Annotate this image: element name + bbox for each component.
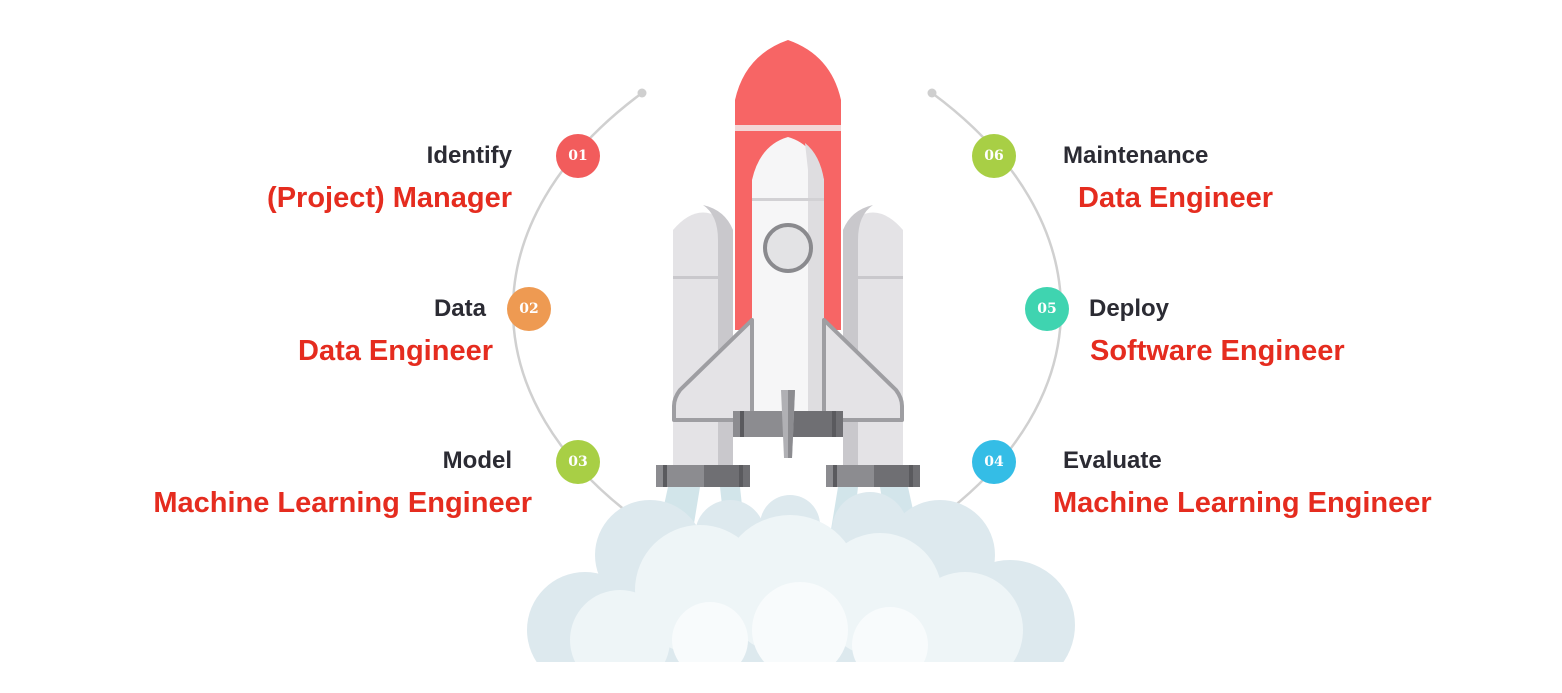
step-label-identify: Identify [426,142,512,169]
role-ml-engineer-right: Machine Learning Engineer [1053,487,1432,519]
role-project-manager: (Project) Manager [267,182,512,214]
step-badge-02: 02 [507,287,551,331]
role-data-engineer-right: Data Engineer [1078,182,1273,214]
rocket [656,40,920,487]
left-arc-top-dot [637,88,647,98]
step-badge-05: 05 [1025,287,1069,331]
step-badge-04: 04 [972,440,1016,484]
role-data-engineer-left: Data Engineer [298,335,493,367]
step-label-data: Data [433,295,486,322]
right-arc-top-dot [927,88,937,98]
role-software-engineer: Software Engineer [1090,335,1345,367]
step-badge-06: 06 [972,134,1016,178]
step-label-maintenance: Maintenance [1063,142,1209,169]
smoke-cloud [500,492,1100,693]
step-badge-03: 03 [556,440,600,484]
step-label-model: Model [442,447,512,474]
step-label-deploy: Deploy [1089,295,1170,322]
step-badge-01: 01 [556,134,600,178]
step-label-evaluate: Evaluate [1063,447,1162,474]
role-ml-engineer-left: Machine Learning Engineer [153,487,532,519]
